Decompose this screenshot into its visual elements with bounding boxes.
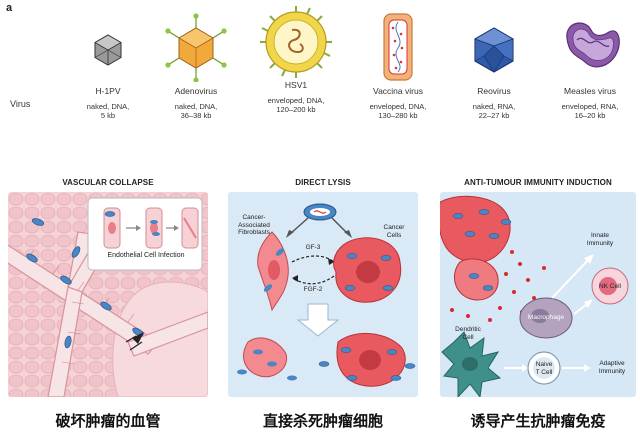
virus-name: Vaccina virus	[373, 86, 423, 96]
direct-lysis-panel: Cancer- Associated Fibroblasts Cancer Ce…	[228, 192, 418, 397]
virus-name: H-1PV	[95, 86, 121, 96]
macrophage-label: Macrophage	[527, 314, 565, 321]
fibered-capsid-icon	[165, 13, 227, 82]
pleomorphic-virion-icon	[566, 22, 620, 68]
virus-type: naked, DNA,	[174, 102, 218, 111]
hexagon-capsid-icon	[94, 34, 122, 66]
panel-letter: a	[6, 2, 13, 14]
virus-genome-size: 36–38 kb	[180, 111, 212, 120]
virus-type: enveloped, RNA,	[561, 102, 619, 111]
immunity-illustration	[440, 195, 629, 397]
icosahedral-capsid-icon	[474, 27, 514, 73]
factor-fgf2-label: FGF-2	[303, 286, 323, 293]
virus-type: enveloped, DNA,	[267, 96, 325, 105]
enveloped-virion-icon	[260, 6, 332, 78]
virus-card-reovirus: Reovirus naked, RNA, 22–27 kb	[448, 8, 540, 120]
naive-t-cell-label: Naive T Cell	[535, 361, 553, 376]
virus-genome-size: 22–27 kb	[478, 111, 510, 120]
virus-card-measles: Measles virus enveloped, RNA, 16–20 kb	[544, 8, 636, 120]
virus-name: HSV1	[284, 80, 308, 90]
virus-type: naked, DNA,	[86, 102, 130, 111]
anti-tumour-immunity-panel: Innate Immunity NK Cell Macrophage Dendr…	[440, 192, 636, 397]
immunity-caption: 诱导产生抗肿瘤免疫	[470, 412, 606, 430]
vascular-collapse-panel: Endothelial Cell Infection	[8, 192, 208, 397]
virus-name: Adenovirus	[174, 86, 218, 96]
vascular-illustration	[8, 192, 208, 397]
virus-card-adenovirus: Adenovirus naked, DNA, 36–38 kb	[150, 8, 242, 120]
virus-genome-size: 16–20 kb	[574, 111, 606, 120]
virus-name: Measles virus	[564, 86, 616, 96]
virus-type: naked, RNA,	[472, 102, 516, 111]
virus-row-label: Virus	[10, 99, 31, 109]
virus-genome-size: 5 kb	[100, 111, 116, 120]
brick-virion-icon	[383, 13, 413, 81]
vascular-caption: 破坏肿瘤的血管	[55, 412, 161, 430]
anti-tumour-immunity-title: ANTI-TUMOUR IMMUNITY INDUCTION	[464, 178, 612, 187]
vascular-collapse-title: VASCULAR COLLAPSE	[62, 178, 154, 187]
virus-type: enveloped, DNA,	[369, 102, 427, 111]
virus-name: Reovirus	[477, 86, 511, 96]
cancer-cells-label: Cancer Cells	[383, 224, 405, 239]
caf-label: Cancer- Associated Fibroblasts	[238, 214, 270, 236]
virus-card-vaccina: Vaccina virus enveloped, DNA, 130–280 kb	[352, 8, 444, 120]
nk-cell-label: NK Cell	[598, 283, 622, 290]
direct-lysis-title: DIRECT LYSIS	[295, 178, 351, 187]
factor-gf3-label: GF-3	[305, 244, 321, 251]
virus-genome-size: 130–280 kb	[378, 111, 418, 120]
adaptive-immunity-label: Adaptive Immunity	[598, 360, 626, 375]
virus-genome-size: 120–200 kb	[276, 105, 316, 114]
endothelial-infection-label: Endothelial Cell Infection	[107, 252, 185, 259]
innate-immunity-label: Innate Immunity	[586, 232, 614, 247]
dendritic-cell-label: Dendritic Cell	[455, 326, 481, 341]
virus-card-h1pv: H-1PV naked, DNA, 5 kb	[62, 8, 154, 120]
virus-card-hsv1: HSV1 enveloped, DNA, 120–200 kb	[250, 6, 342, 114]
direct-lysis-illustration	[237, 203, 416, 387]
lysis-caption: 直接杀死肿瘤细胞	[262, 412, 383, 430]
